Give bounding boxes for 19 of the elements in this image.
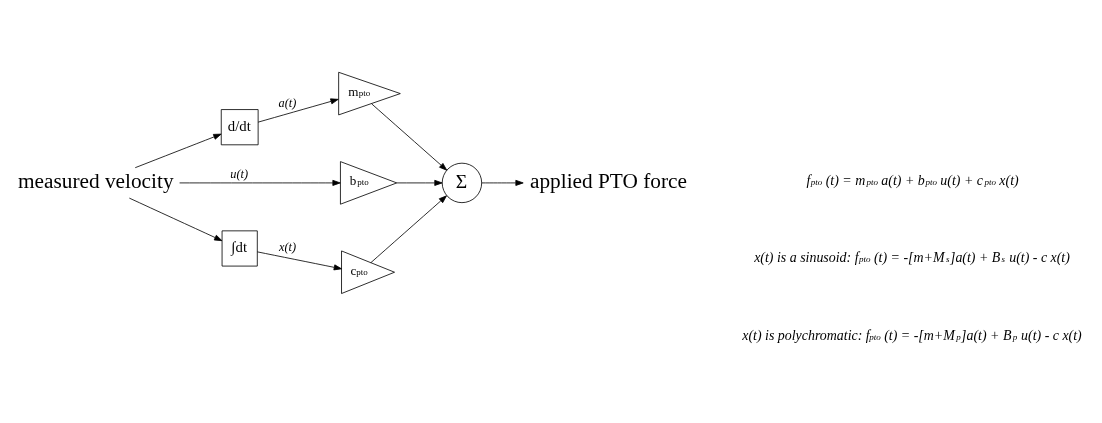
- arrow: [370, 194, 447, 263]
- edge-label: u(t): [230, 166, 248, 181]
- node-text: measured velocity: [18, 168, 174, 193]
- edge-label: a(t): [278, 95, 297, 110]
- edge-label: x(t): [279, 239, 297, 254]
- arrow: [257, 250, 342, 270]
- arrow: [396, 179, 443, 186]
- arrow: [371, 102, 448, 171]
- arrow: [481, 179, 524, 186]
- arrow: [128, 197, 223, 241]
- label: fpto (t) = mpto a(t) + bpto u(t) + cpto x(t): [806, 172, 1019, 188]
- node-box: ∫dt: [221, 229, 258, 266]
- arrow: [134, 133, 222, 168]
- label: x(t) is a sinusoid: fpto (t) = -[m+Ms]a(t) + Bs u(t) - c x(t): [754, 249, 1070, 265]
- arrow: [257, 97, 339, 123]
- arrow: [179, 179, 341, 186]
- node-text: applied PTO force: [530, 168, 687, 193]
- label: x(t) is polychromatic: fpto (t) = -[m+Mp]a(t) + Bp u(t) - c x(t): [742, 327, 1082, 343]
- node-box: d/dt: [220, 108, 259, 145]
